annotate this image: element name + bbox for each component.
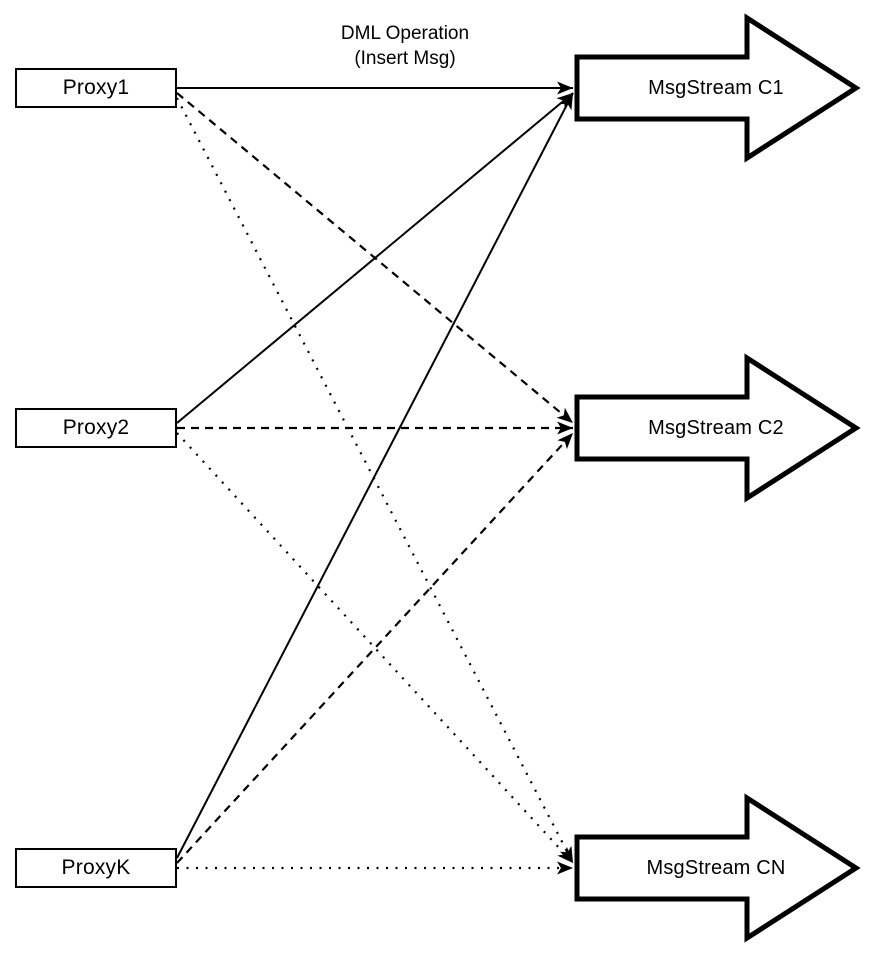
proxyk-node: ProxyK xyxy=(15,848,177,888)
edge-proxy2-to-msgstream-c1 xyxy=(176,92,574,424)
msgstream-arrow-shape-2 xyxy=(574,793,861,943)
msgstream-arrow-shape-1 xyxy=(574,353,861,503)
edge-proxy1-to-msgstream-cn xyxy=(176,97,574,864)
edge-proxyk-to-msgstream-c1 xyxy=(176,92,574,859)
proxy2-node: Proxy2 xyxy=(15,408,177,448)
caption-line-2: (Insert Msg) xyxy=(354,48,456,69)
proxy1-label: Proxy1 xyxy=(62,76,130,99)
edge-caption: DML Operation (Insert Msg) xyxy=(255,21,555,71)
proxy2-label: Proxy2 xyxy=(62,416,130,439)
proxy1-node: Proxy1 xyxy=(15,68,177,108)
msgstream-arrow-shape-0 xyxy=(574,13,861,163)
proxyk-label: ProxyK xyxy=(61,856,131,879)
caption-line-1: DML Operation xyxy=(340,23,470,44)
